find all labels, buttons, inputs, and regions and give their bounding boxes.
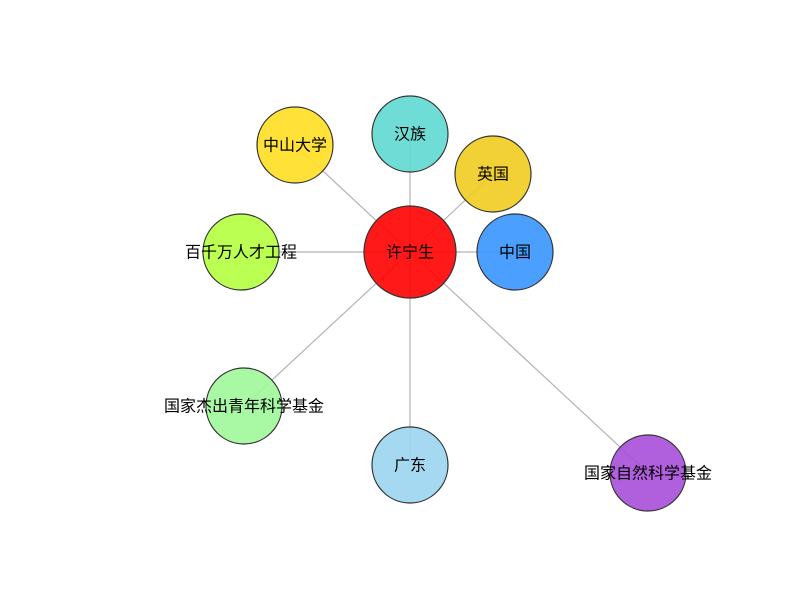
edge-7 bbox=[409, 251, 649, 474]
center-node: 许宁生 bbox=[363, 205, 457, 299]
node-7-circle bbox=[609, 434, 687, 512]
node-0-label: 汉族 bbox=[394, 125, 426, 144]
node-4: 中国 bbox=[476, 213, 554, 291]
node-5-label: 国家杰出青年科学基金 bbox=[164, 397, 324, 416]
node-3-circle bbox=[202, 213, 280, 291]
node-0: 汉族 bbox=[371, 95, 449, 173]
node-7: 国家自然科学基金 bbox=[584, 434, 712, 512]
graph-edges bbox=[241, 134, 649, 474]
node-6-circle bbox=[371, 426, 449, 504]
node-5: 国家杰出青年科学基金 bbox=[164, 367, 324, 445]
node-2: 英国 bbox=[454, 135, 532, 213]
node-2-label: 英国 bbox=[477, 165, 509, 184]
node-1-label: 中山大学 bbox=[263, 136, 327, 155]
node-3: 百千万人才工程 bbox=[185, 213, 297, 291]
node-0-circle bbox=[371, 95, 449, 173]
node-1-circle bbox=[256, 106, 334, 184]
node-6: 广东 bbox=[371, 426, 449, 504]
node-5-circle bbox=[205, 367, 283, 445]
center-node-circle bbox=[363, 205, 457, 299]
center-node-label: 许宁生 bbox=[386, 243, 434, 262]
node-4-circle bbox=[476, 213, 554, 291]
node-4-label: 中国 bbox=[499, 243, 531, 262]
node-2-circle bbox=[454, 135, 532, 213]
node-3-label: 百千万人才工程 bbox=[185, 243, 297, 262]
node-6-label: 广东 bbox=[394, 456, 426, 475]
node-1: 中山大学 bbox=[256, 106, 334, 184]
node-7-label: 国家自然科学基金 bbox=[584, 464, 712, 483]
